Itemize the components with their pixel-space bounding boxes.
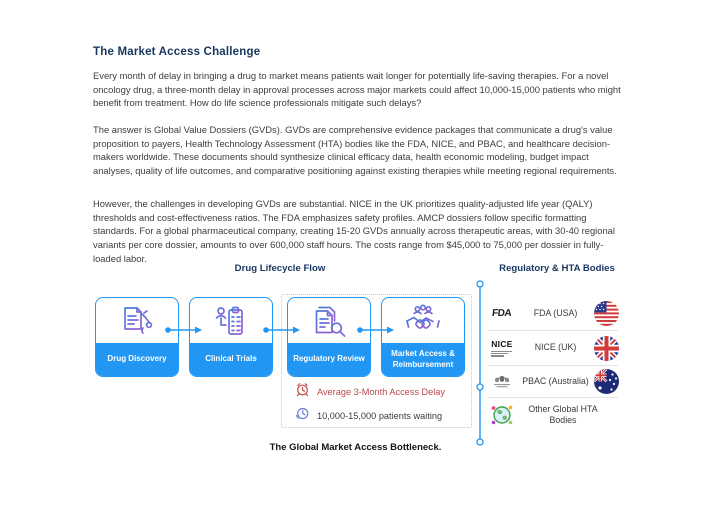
nice-logo: NICE (487, 339, 517, 357)
flow-section-header: Drug Lifecycle Flow (234, 263, 326, 274)
timeline-line (476, 280, 484, 446)
stage-market-access: Market Access & Reimbursement (381, 297, 465, 377)
paragraph: The answer is Global Value Dossiers (GVD… (93, 124, 617, 176)
stage-regulatory-review: Regulatory Review (287, 297, 371, 377)
stage-clinical-trials: Clinical Trials (189, 297, 273, 377)
hta-section-header: Regulatory & HTA Bodies (499, 263, 615, 274)
australia-flag-icon (594, 369, 619, 394)
callout-text: Average 3-Month Access Delay (317, 387, 446, 397)
paragraph: However, the challenges in developing GV… (93, 198, 615, 264)
hta-label: FDA (USA) (533, 307, 578, 318)
stage-label: Market Access & Reimbursement (382, 343, 464, 376)
paragraph: Every month of delay in bringing a drug … (93, 70, 621, 109)
row-divider (488, 330, 618, 331)
hta-row-fda: FDA FDA (USA) (487, 297, 619, 330)
clipboard-person-icon (190, 298, 272, 343)
row-divider (488, 397, 618, 398)
flow-connector-arrow (263, 326, 300, 334)
pbac-crest-logo (487, 375, 517, 388)
globe-icon (487, 403, 517, 427)
uk-flag-icon (594, 335, 619, 361)
hta-label: Other Global HTA Bodies (528, 403, 598, 425)
hta-row-nice: NICE NICE (UK) (487, 331, 619, 365)
stage-label: Regulatory Review (288, 343, 370, 376)
nice-logo-text: NICE (491, 339, 513, 350)
fda-logo-text: FDA (491, 308, 513, 319)
page-title: The Market Access Challenge (93, 46, 261, 58)
stage-label: Clinical Trials (190, 343, 272, 376)
access-delay-callout: Average 3-Month Access Delay (295, 382, 446, 402)
stage-label: Drug Discovery (96, 343, 178, 376)
alarm-clock-icon (295, 382, 310, 402)
microscope-document-icon (96, 298, 178, 343)
usa-flag-icon (594, 301, 619, 326)
figure-caption: The Global Market Access Bottleneck. (269, 442, 442, 453)
hta-label: PBAC (Australia) (522, 375, 589, 386)
hta-label: NICE (UK) (534, 342, 577, 353)
hta-row-pbac: PBAC (Australia) (487, 366, 619, 397)
patients-waiting-callout: 10,000-15,000 patients waiting (295, 406, 443, 426)
flow-connector-arrow (357, 326, 394, 334)
row-divider (488, 365, 618, 366)
bottleneck-highlight-box (281, 294, 472, 428)
stage-drug-discovery: Drug Discovery (95, 297, 179, 377)
fda-logo: FDA (487, 308, 517, 319)
clock-icon (295, 406, 310, 426)
callout-text: 10,000-15,000 patients waiting (317, 411, 443, 421)
flow-connector-arrow (165, 326, 202, 334)
hta-row-other-global: Other Global HTA Bodies (487, 398, 619, 432)
document-magnifier-icon (288, 298, 370, 343)
handshake-icon (382, 298, 464, 343)
